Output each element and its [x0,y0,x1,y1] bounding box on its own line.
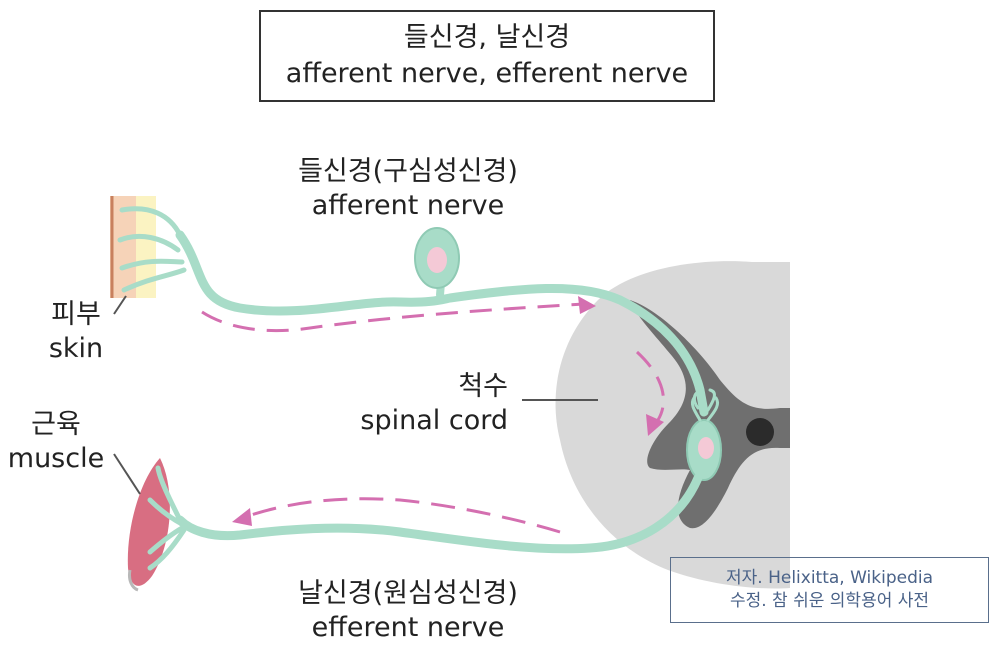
efferent-dendrites [690,396,720,422]
afferent-nerve-endings [117,206,187,293]
skin-label: 피부 skin [36,298,116,366]
central-canal [746,418,774,446]
efferent-label-english: efferent nerve [311,612,505,643]
spinal-cord-label-korean: 척수 [458,371,508,402]
skin-surface [110,196,136,298]
spinal-cord-gray-matter [630,300,790,529]
afferent-arrowhead-1 [578,296,596,314]
efferent-arrowhead [232,508,252,526]
skin-label-english: skin [48,333,104,364]
skin-leader-line [113,295,127,315]
spinal-cord-label-english: spinal cord [360,405,508,436]
muscle-patch [127,458,170,592]
afferent-nerve-label: 들신경(구심성신경) afferent nerve [258,155,558,223]
afferent-nerve [117,206,716,417]
efferent-cell-nucleus [698,437,714,459]
efferent-nerve-endings [147,465,187,571]
spinal-cord-label: 척수 spinal cord [340,370,508,438]
spinal-cord-cross-section [555,261,790,589]
efferent-nerve-fiber [175,473,703,554]
efferent-label-korean: 날신경(원심성신경) [298,578,518,609]
efferent-nerve [147,396,722,571]
credit-line-2: 수정. 참 쉬운 의학용어 사전 [729,591,930,611]
leader-lines [113,295,598,495]
title-box: 들신경, 날신경 afferent nerve, efferent nerve [259,10,715,102]
afferent-signal-arrow [201,302,585,333]
afferent-label-korean: 들신경(구심성신경) [298,156,518,187]
title-korean: 들신경, 날신경 [403,22,571,53]
muscle-body [127,458,170,586]
skin-label-korean: 피부 [51,299,101,330]
muscle-leader-line [113,453,141,495]
muscle-label: 근육 muscle [0,408,112,476]
credit-box: 저자. Helixitta, Wikipedia 수정. 참 쉬운 의학용어 사… [670,557,989,623]
muscle-tendon [128,569,139,592]
muscle-label-korean: 근육 [31,409,81,440]
credit-line-1: 저자. Helixitta, Wikipedia [725,568,934,588]
muscle-label-english: muscle [7,443,105,474]
title-english: afferent nerve, efferent nerve [285,58,689,89]
efferent-signal-arrow [247,497,561,534]
efferent-nerve-label: 날신경(원심성신경) efferent nerve [258,577,558,645]
afferent-signal-arrow-down [635,350,665,421]
afferent-cell-nucleus [427,247,447,273]
afferent-label-english: afferent nerve [311,190,505,221]
afferent-nerve-fiber [175,230,709,417]
signal-arrows [201,296,665,534]
afferent-arrowhead-2 [646,414,664,436]
